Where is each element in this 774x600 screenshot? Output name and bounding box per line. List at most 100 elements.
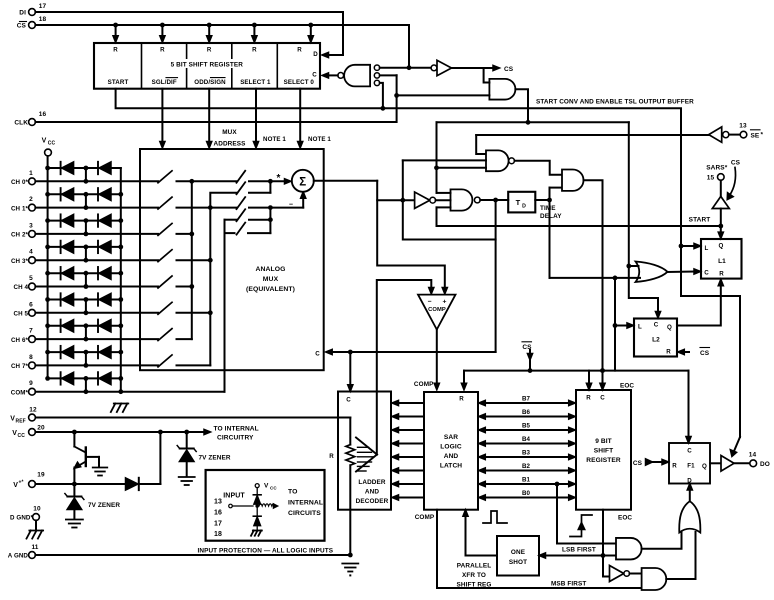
- svg-text:MSB FIRST: MSB FIRST: [551, 580, 586, 587]
- svg-text:Q: Q: [719, 242, 724, 249]
- svg-text:CS: CS: [731, 160, 741, 167]
- svg-text:15: 15: [707, 175, 715, 182]
- svg-text:LADDER: LADDER: [358, 479, 386, 486]
- svg-text:1: 1: [29, 170, 33, 177]
- svg-text:DO: DO: [760, 461, 770, 468]
- svg-text:NOTE 1: NOTE 1: [308, 136, 331, 143]
- svg-text:CH 4: CH 4: [14, 284, 29, 291]
- svg-text:C: C: [704, 269, 709, 276]
- svg-text:EOC: EOC: [618, 515, 632, 522]
- svg-text:SELECT 1: SELECT 1: [240, 79, 271, 86]
- svg-text:B7: B7: [522, 396, 531, 403]
- svg-text:SARS*: SARS*: [706, 165, 727, 172]
- svg-text:Q: Q: [667, 324, 672, 331]
- svg-text:V: V: [12, 430, 17, 437]
- svg-text:17: 17: [39, 3, 47, 10]
- svg-text:18: 18: [39, 16, 47, 23]
- svg-text:SHIFT: SHIFT: [594, 448, 614, 455]
- svg-text:3: 3: [29, 222, 33, 229]
- svg-text:Q: Q: [702, 463, 707, 470]
- svg-text:V: V: [42, 138, 47, 145]
- svg-text:C: C: [600, 395, 605, 402]
- svg-text:R: R: [297, 47, 302, 54]
- svg-text:AND: AND: [365, 489, 379, 496]
- svg-text:L1: L1: [718, 258, 726, 265]
- svg-text:B6: B6: [522, 409, 531, 416]
- svg-text:12: 12: [29, 406, 37, 413]
- svg-text:CS: CS: [17, 23, 27, 30]
- svg-text:16: 16: [214, 510, 222, 517]
- svg-text:L: L: [705, 245, 709, 252]
- svg-text:CH 1*: CH 1*: [11, 205, 28, 212]
- svg-text:R: R: [252, 47, 257, 54]
- svg-text:9 BIT: 9 BIT: [595, 438, 612, 445]
- svg-text:R: R: [459, 396, 464, 403]
- svg-text:LSB FIRST: LSB FIRST: [562, 546, 596, 553]
- svg-text:C: C: [654, 322, 659, 329]
- svg-text:8: 8: [29, 354, 33, 361]
- svg-text:2: 2: [29, 196, 33, 203]
- svg-text:CC: CC: [48, 141, 56, 147]
- svg-text:D: D: [522, 204, 526, 210]
- svg-text:CS: CS: [633, 460, 643, 467]
- svg-text:INTERNAL: INTERNAL: [288, 499, 323, 506]
- svg-text:SAR: SAR: [444, 434, 458, 441]
- svg-text:LOGIC: LOGIC: [440, 444, 462, 451]
- svg-text:START CONV AND ENABLE TSL OUTP: START CONV AND ENABLE TSL OUTPUT BUFFER: [536, 99, 694, 106]
- svg-text:REGISTER: REGISTER: [586, 457, 621, 464]
- svg-text:CIRCUITS: CIRCUITS: [288, 510, 321, 517]
- svg-text:B2: B2: [522, 463, 531, 470]
- svg-text:EOC: EOC: [620, 382, 634, 389]
- svg-text:R: R: [586, 395, 591, 402]
- svg-text:D: D: [687, 477, 692, 484]
- svg-text:COM*: COM*: [11, 389, 29, 396]
- svg-text:9: 9: [29, 380, 33, 387]
- svg-text:COMP: COMP: [414, 381, 434, 388]
- svg-text:AND: AND: [444, 453, 459, 460]
- svg-text:ODD/SIGN: ODD/SIGN: [194, 79, 226, 86]
- svg-text:+*: +*: [19, 480, 24, 486]
- svg-text:LATCH: LATCH: [440, 463, 462, 470]
- svg-text:V: V: [264, 483, 269, 490]
- svg-text:CH 5: CH 5: [14, 311, 29, 318]
- svg-text:SE: SE: [751, 132, 760, 139]
- svg-text:D GND*: D GND*: [10, 515, 33, 522]
- svg-text:ADDRESS: ADDRESS: [214, 141, 247, 148]
- svg-text:V: V: [13, 482, 18, 489]
- svg-text:(EQUIVALENT): (EQUIVALENT): [246, 286, 295, 293]
- svg-text:CH 0*: CH 0*: [11, 179, 28, 186]
- svg-text:L2: L2: [652, 336, 660, 343]
- svg-text:COMP: COMP: [415, 514, 435, 521]
- svg-text:D: D: [313, 51, 318, 58]
- svg-text:SHIFT REG: SHIFT REG: [457, 582, 492, 589]
- svg-text:L: L: [638, 324, 642, 331]
- svg-text:7V ZENER: 7V ZENER: [88, 502, 120, 509]
- svg-text:CS: CS: [504, 66, 514, 73]
- svg-text:5 BIT SHIFT REGISTER: 5 BIT SHIFT REGISTER: [171, 61, 244, 68]
- svg-text:B1: B1: [522, 477, 531, 484]
- svg-text:DELAY: DELAY: [540, 213, 562, 220]
- svg-text:CS: CS: [700, 350, 710, 357]
- svg-text:7: 7: [29, 328, 33, 335]
- svg-text:*: *: [761, 132, 764, 139]
- svg-text:11: 11: [31, 544, 38, 551]
- svg-text:XFR TO: XFR TO: [462, 572, 486, 579]
- svg-text:R: R: [113, 47, 118, 54]
- svg-text:*: *: [277, 173, 281, 184]
- svg-text:F1: F1: [687, 463, 695, 470]
- svg-text:CIRCUITRY: CIRCUITRY: [217, 435, 254, 442]
- svg-text:MUX: MUX: [222, 129, 237, 136]
- svg-text:DECODER: DECODER: [356, 498, 389, 505]
- svg-text:Σ: Σ: [299, 176, 306, 188]
- svg-text:B4: B4: [522, 436, 531, 443]
- svg-text:NOTE 1: NOTE 1: [263, 136, 286, 143]
- svg-text:20: 20: [37, 425, 45, 432]
- svg-text:−: −: [428, 298, 432, 305]
- svg-text:INPUT PROTECTION — ALL LOGIC I: INPUT PROTECTION — ALL LOGIC INPUTS: [198, 548, 334, 555]
- svg-text:R: R: [207, 47, 212, 54]
- svg-text:A GND: A GND: [8, 553, 29, 560]
- svg-text:7V ZENER: 7V ZENER: [199, 455, 231, 462]
- svg-text:START: START: [689, 216, 711, 223]
- svg-text:6: 6: [29, 301, 33, 308]
- svg-text:CLK: CLK: [14, 120, 28, 127]
